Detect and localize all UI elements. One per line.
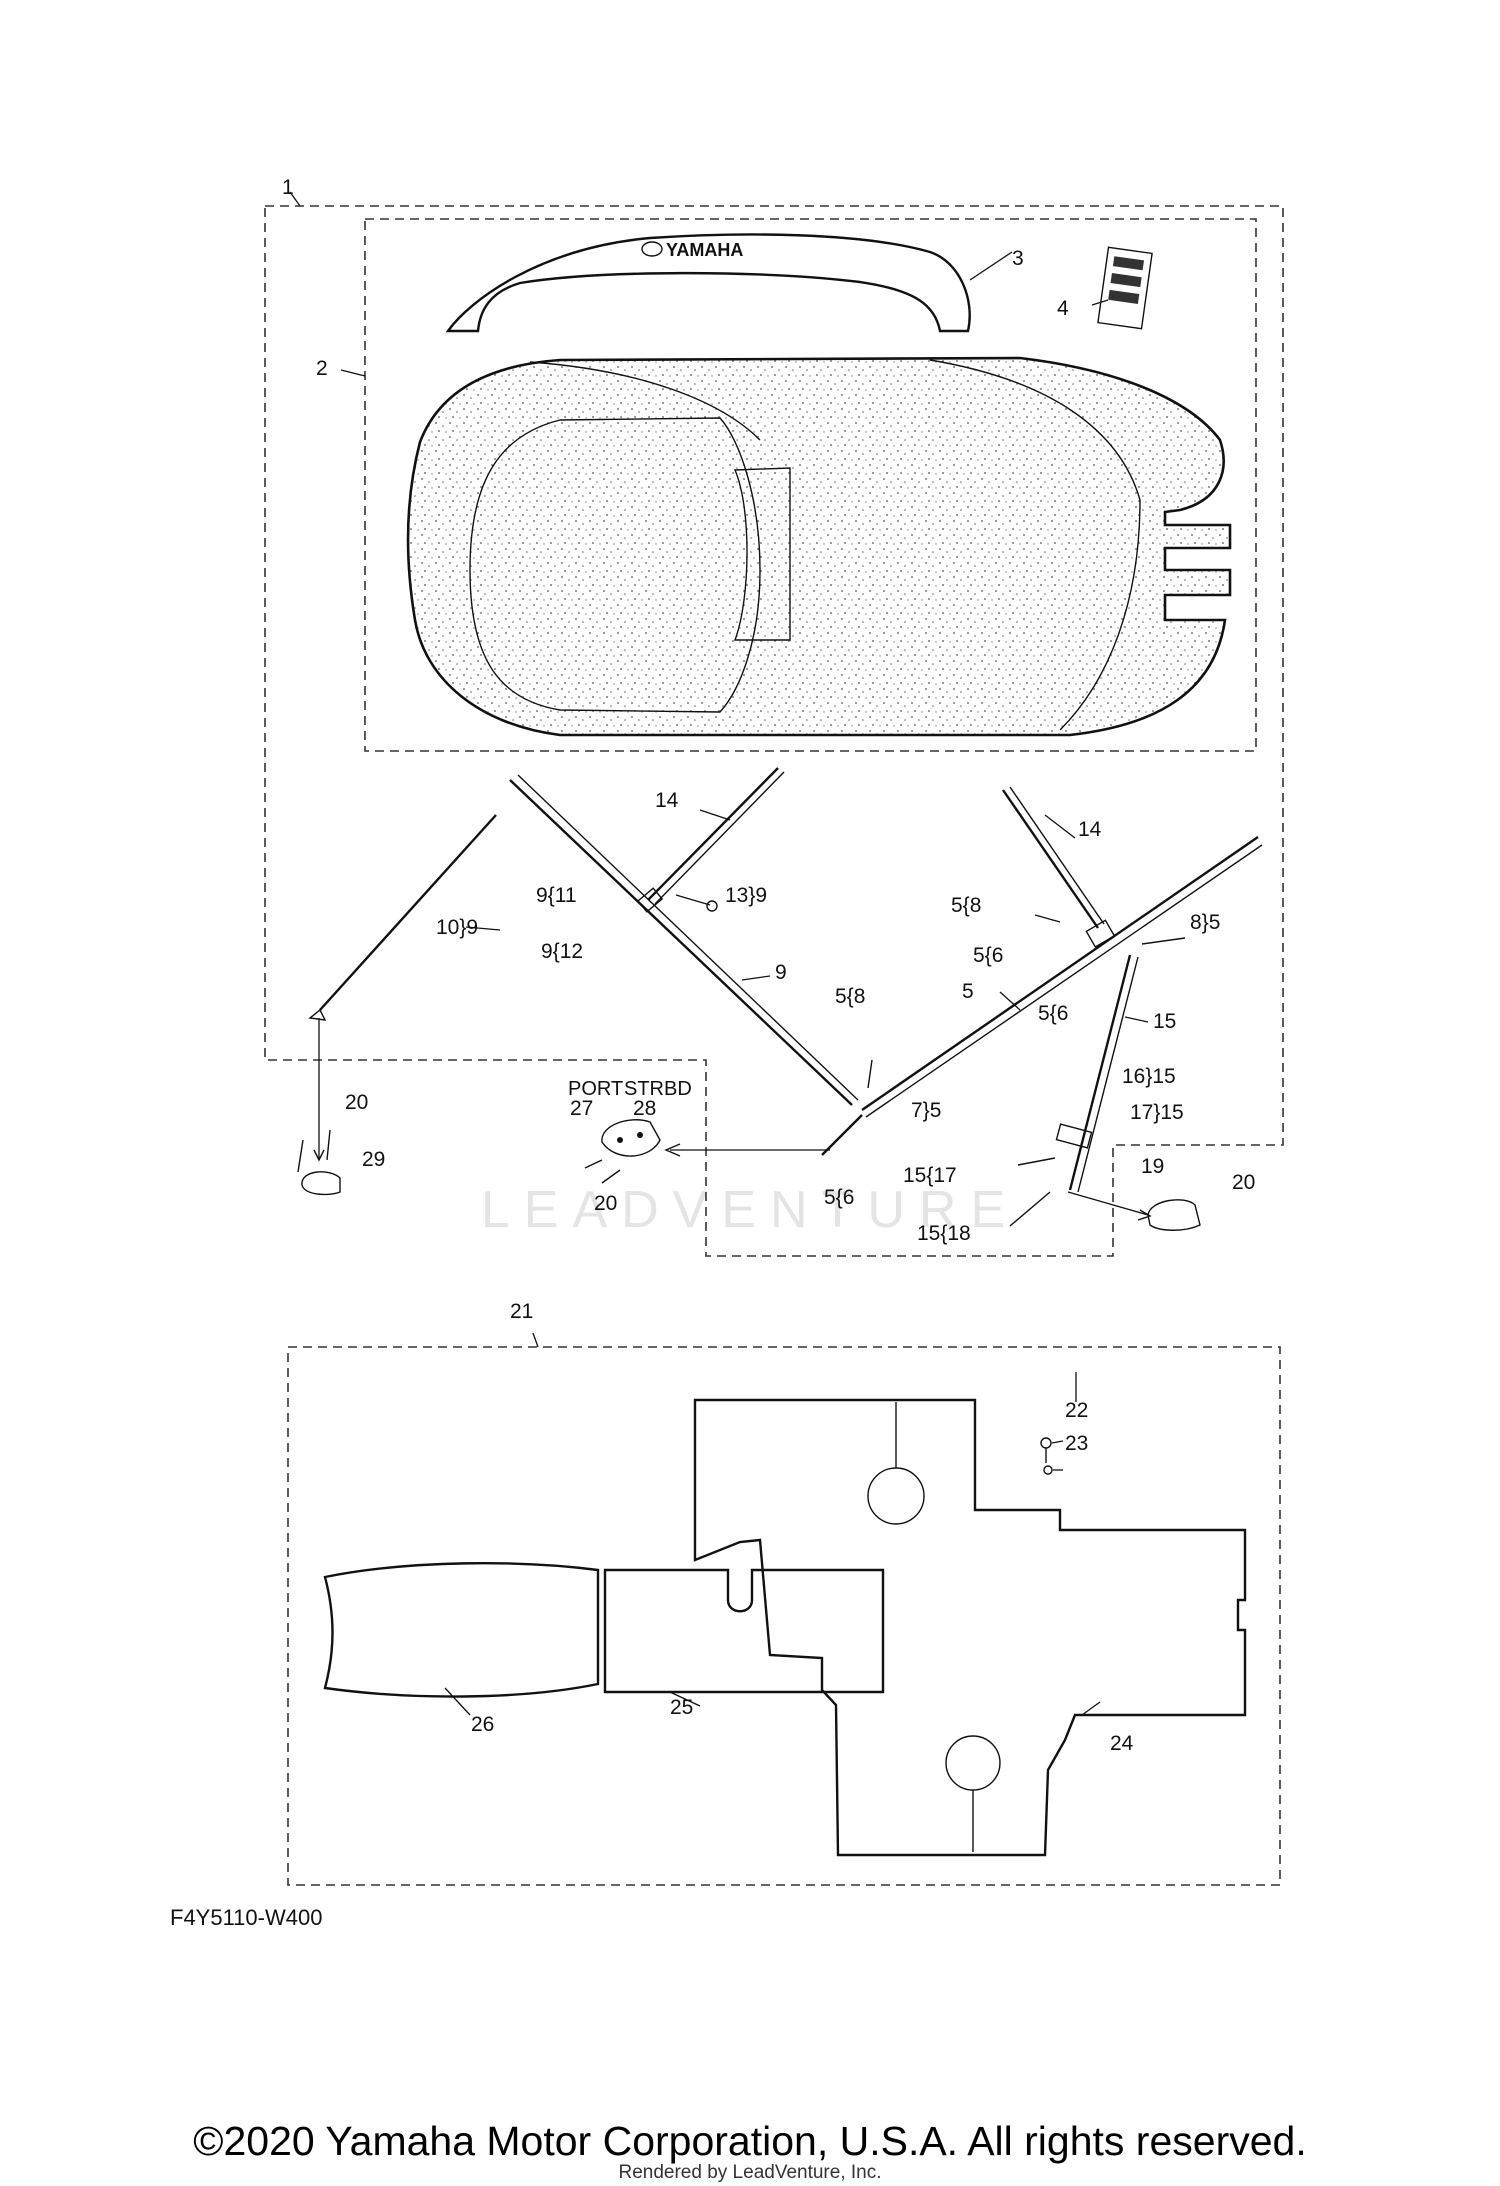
callout-25: 25 (670, 1696, 693, 1719)
callout-9: 9 (775, 961, 787, 984)
callout-4: 4 (1057, 297, 1069, 320)
assembly-21-boundary (287, 1346, 1281, 1886)
callout-13-9: 13}9 (725, 884, 767, 907)
callout-5-6-top: 5{6 (973, 944, 1003, 967)
callout-20-center: 20 (594, 1192, 617, 1215)
leader-lines (289, 191, 1149, 1716)
callout-15-17: 15{17 (903, 1164, 957, 1187)
assembly-2-boundary (364, 218, 1257, 752)
callout-5-8-lower: 5{8 (835, 985, 865, 1008)
callout-15-18: 15{18 (917, 1222, 971, 1245)
callout-27: 27 (570, 1097, 593, 1120)
callout-22: 22 (1065, 1399, 1088, 1422)
callout-7-5: 7}5 (911, 1099, 941, 1122)
part-25-center-mat (603, 1568, 885, 1694)
frame-right-assembly (821, 786, 1263, 1231)
callout-5-8-top: 5{8 (951, 894, 981, 917)
part-27-28-fitting (584, 1119, 830, 1184)
frame-left-assembly (297, 767, 859, 1196)
callout-9-12: 9{12 (541, 940, 583, 963)
callout-1: 1 (282, 176, 294, 199)
assembly-1-boundary (264, 205, 1284, 1257)
callout-24: 24 (1110, 1732, 1134, 1755)
callout-29: 29 (362, 1148, 385, 1171)
part-26-rear-mat (323, 1562, 600, 1698)
callout-5-6-mid: 5{6 (1038, 1002, 1068, 1025)
part-3-seat-trim: YAMAHA (445, 233, 971, 333)
callout-20-left: 20 (345, 1091, 368, 1114)
label-port: PORT (568, 1078, 623, 1100)
callout-3: 3 (1012, 247, 1024, 270)
callout-5: 5 (962, 980, 974, 1003)
callout-14-right: 14 (1078, 818, 1102, 841)
watermark-text: LEADVENTURE (480, 1181, 1020, 1239)
callout-17-15: 17}15 (1130, 1101, 1184, 1124)
callout-5-6-lower: 5{6 (824, 1186, 854, 1209)
rendered-by-notice: Rendered by LeadVenture, Inc. (618, 2162, 882, 2183)
callout-21: 21 (510, 1300, 533, 1323)
callout-15: 15 (1153, 1010, 1176, 1033)
callout-26: 26 (471, 1713, 494, 1736)
part-2-seat-cover (406, 356, 1232, 737)
part-3-brand-text: YAMAHA (666, 240, 743, 260)
part-4-label-decal (1097, 246, 1153, 330)
callout-16-15: 16}15 (1122, 1065, 1176, 1088)
label-strbd: STRBD (624, 1078, 692, 1100)
callout-8-5: 8}5 (1190, 911, 1220, 934)
callout-2: 2 (316, 357, 328, 380)
callout-labels: 1 2 3 4 14 14 9{11 13}9 9{12 10}9 9 5{8 … (282, 176, 1255, 1755)
callout-19: 19 (1141, 1155, 1164, 1178)
part-24-deck-mat (693, 1398, 1247, 1857)
callout-28: 28 (633, 1097, 656, 1120)
callout-10-9: 10}9 (436, 916, 478, 939)
drawing-code: F4Y5110-W400 (170, 1905, 323, 1930)
callout-14-left: 14 (655, 789, 679, 812)
part-22-23-fasteners (1040, 1437, 1053, 1475)
callout-23: 23 (1065, 1432, 1088, 1455)
callout-20-right: 20 (1232, 1171, 1255, 1194)
callout-9-11: 9{11 (536, 884, 577, 907)
copyright-notice: ©2020 Yamaha Motor Corporation, U.S.A. A… (193, 2118, 1307, 2164)
